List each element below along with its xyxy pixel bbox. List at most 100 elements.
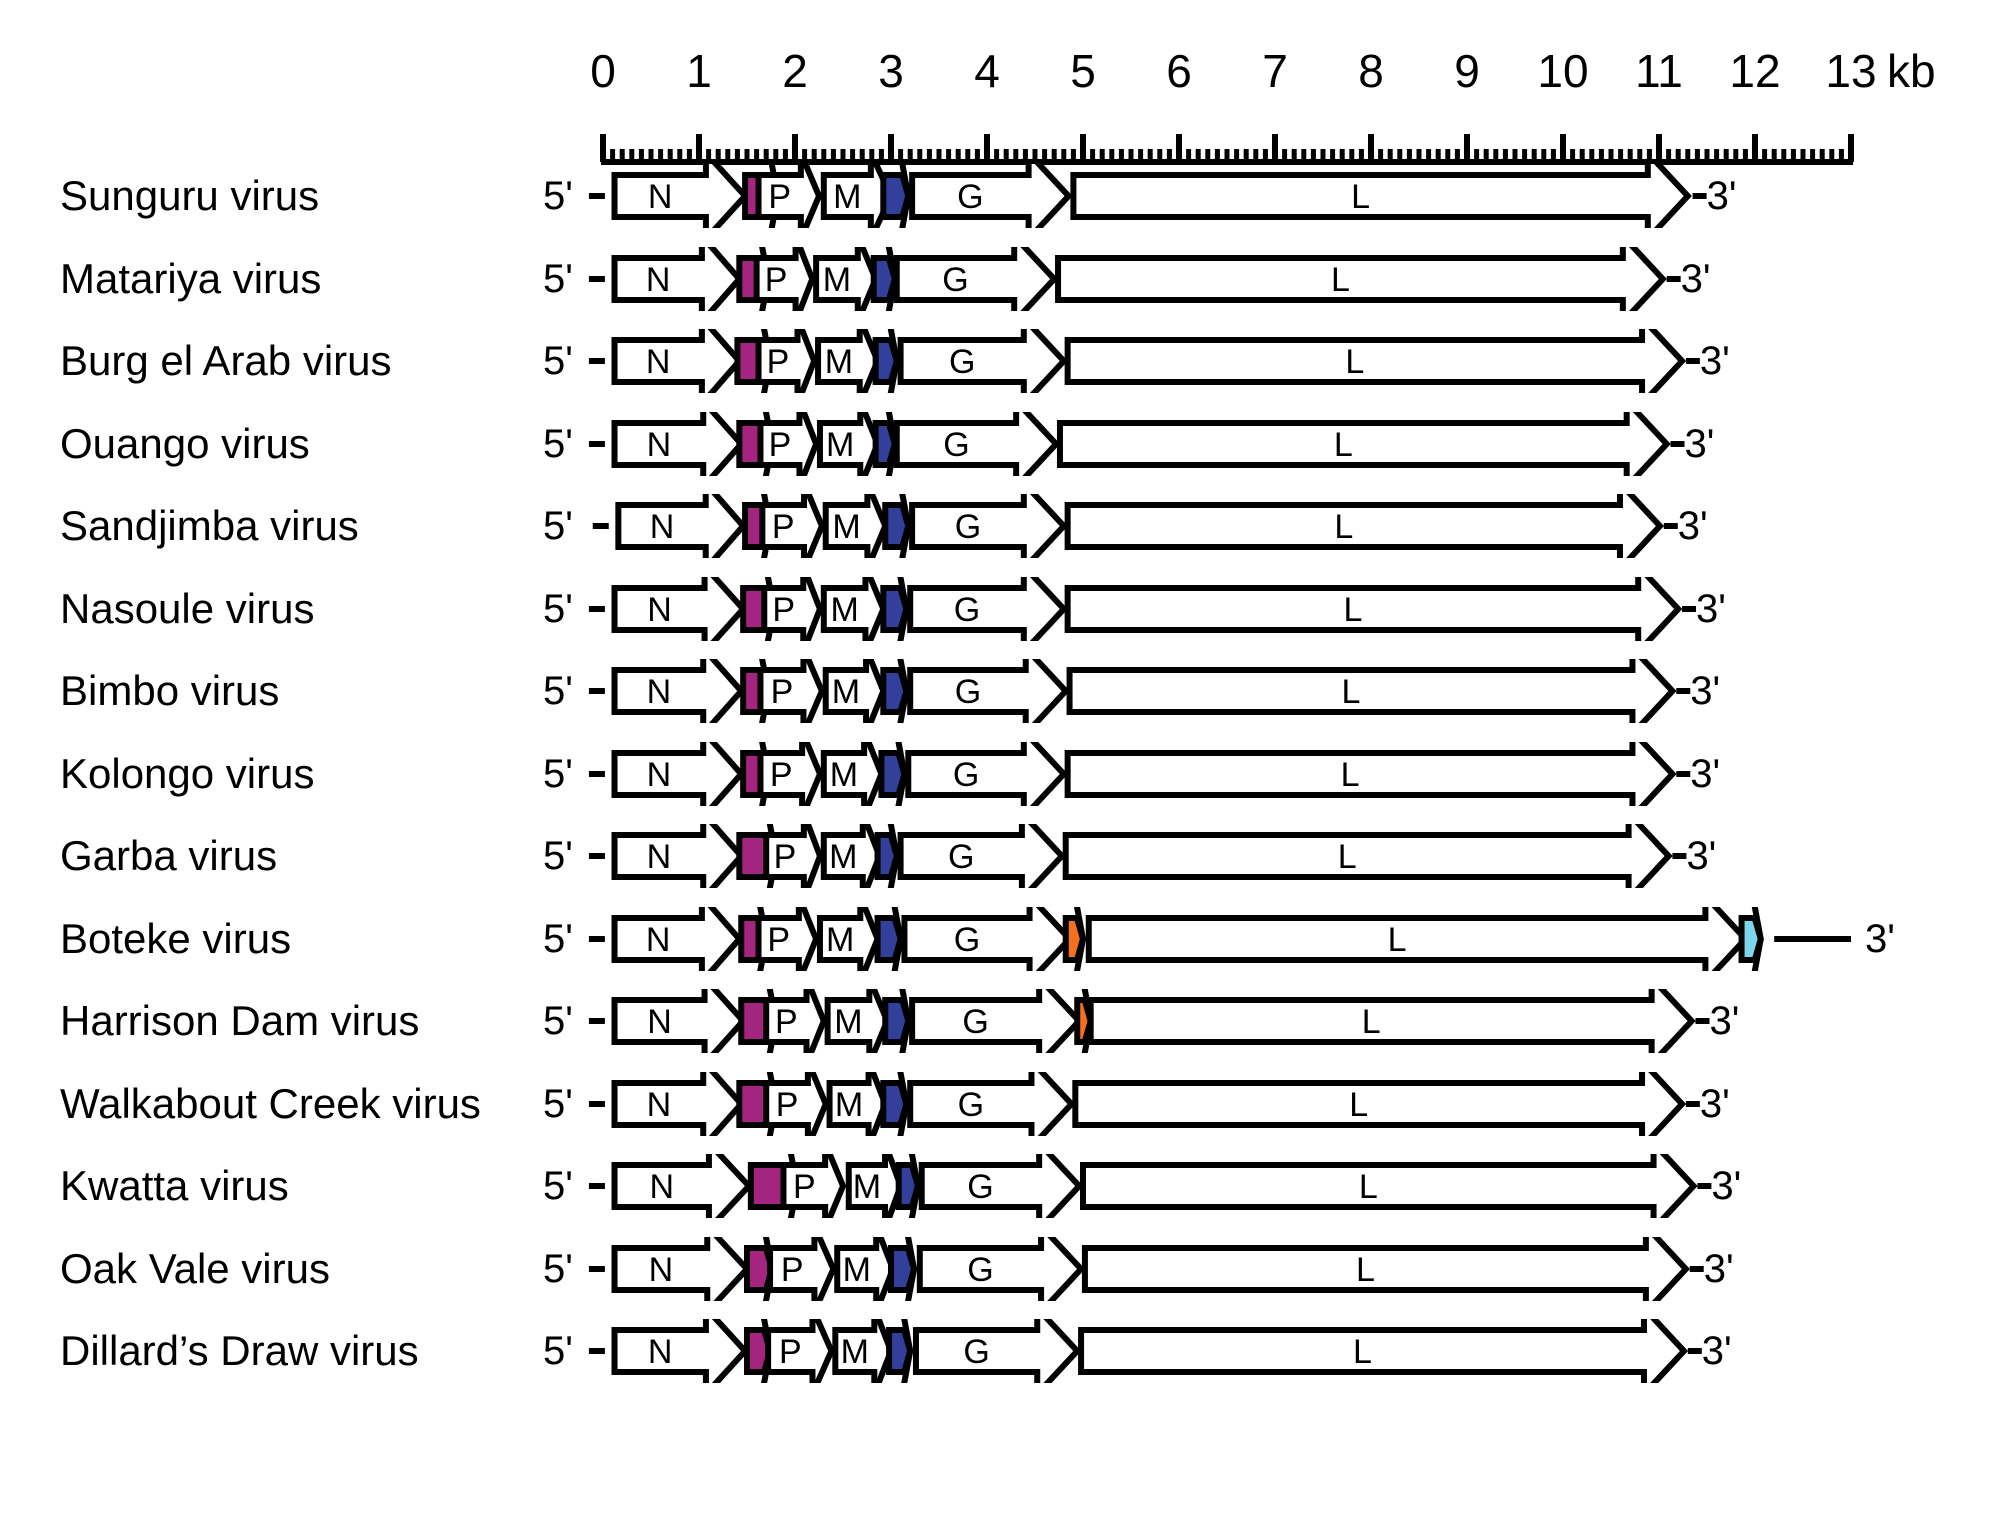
gene-arrow-M[interactable]	[813, 246, 879, 311]
gene-arrow-N[interactable]	[611, 1071, 746, 1136]
gene-arrow-L[interactable]	[1064, 329, 1687, 393]
gene-arrow-N[interactable]	[611, 329, 744, 393]
gene-arrow-G[interactable]	[907, 576, 1068, 641]
gene-label-G: G	[953, 756, 979, 794]
gene-arrow-P[interactable]	[755, 164, 823, 228]
gene-arrow-N[interactable]	[611, 989, 748, 1053]
gene-arrow-L[interactable]	[1085, 906, 1750, 971]
gene-label-G: G	[963, 1333, 989, 1371]
gene-arrow-M[interactable]	[845, 1154, 904, 1218]
gene-arrow-M[interactable]	[822, 494, 889, 558]
gene-arrow-P[interactable]	[765, 1319, 835, 1383]
gene-arrow-L[interactable]	[1064, 741, 1677, 806]
gene-label-G: G	[948, 838, 974, 876]
gene-arrow-M[interactable]	[816, 906, 881, 971]
gene-arrow-P[interactable]	[757, 659, 826, 723]
gene-arrow-P[interactable]	[763, 1071, 829, 1136]
gene-arrow-G[interactable]	[897, 329, 1068, 393]
gene-arrow-P[interactable]	[753, 246, 816, 311]
gene-arrow-M[interactable]	[824, 989, 891, 1053]
gene-arrow-P[interactable]	[767, 1236, 837, 1301]
gene-arrow-L[interactable]	[1081, 1236, 1690, 1301]
virus-name-label: Nasoule virus	[60, 584, 315, 632]
gene-arrow-G[interactable]	[901, 906, 1074, 971]
gene-arrow-G[interactable]	[918, 1154, 1084, 1218]
gene-arrow-G[interactable]	[893, 246, 1059, 311]
gene-arrow-N[interactable]	[611, 164, 750, 228]
gene-arrow-G[interactable]	[893, 411, 1061, 476]
gene-arrow-P[interactable]	[780, 1154, 847, 1218]
gene-arrow-M[interactable]	[826, 1071, 889, 1136]
gene-arrow-L[interactable]	[1055, 246, 1667, 311]
gene-arrow-L[interactable]	[1087, 989, 1696, 1053]
gene-arrow-P[interactable]	[757, 741, 824, 806]
gene-label-P: P	[775, 1003, 798, 1041]
gene-arrow-L[interactable]	[1072, 1071, 1687, 1136]
gene-arrow-M[interactable]	[832, 1319, 895, 1383]
gene-arrow-L[interactable]	[1062, 824, 1673, 888]
gene-arrow-N[interactable]	[611, 659, 746, 723]
gene-arrow-L[interactable]	[1066, 659, 1677, 723]
gene-arrow-N[interactable]	[611, 576, 748, 641]
gene-arrow-P[interactable]	[759, 494, 826, 558]
gene-arrow-G[interactable]	[897, 824, 1066, 888]
gene-arrow-N[interactable]	[611, 246, 744, 311]
gene-arrow-P[interactable]	[763, 824, 824, 888]
gene-arrow-M[interactable]	[834, 1236, 897, 1301]
gene-arrow-L[interactable]	[1056, 411, 1671, 476]
gene-arrow-N[interactable]	[615, 494, 748, 558]
gene-arrow-N[interactable]	[611, 741, 746, 806]
gene-label-G: G	[955, 673, 981, 711]
gene-arrow-P[interactable]	[757, 411, 820, 476]
gene-arrow-N[interactable]	[611, 906, 744, 971]
gene-arrow-G[interactable]	[907, 659, 1070, 723]
gene-arrow-N[interactable]	[611, 1236, 752, 1301]
gene-label-N: N	[646, 261, 671, 299]
virus-name-label: Garba virus	[60, 832, 278, 879]
gene-arrow-L[interactable]	[1064, 576, 1683, 641]
gene-arrow-P[interactable]	[755, 329, 818, 393]
gene-arrow-M[interactable]	[820, 741, 885, 806]
gene-arrow-M[interactable]	[820, 824, 883, 888]
gene-arrow-L[interactable]	[1080, 1154, 1698, 1218]
gene-arrow-L[interactable]	[1070, 164, 1692, 228]
gene-arrow-M[interactable]	[815, 329, 881, 393]
gene-arrow-G[interactable]	[907, 1071, 1076, 1136]
gene-arrow-G[interactable]	[916, 1236, 1086, 1301]
gene-arrow-G[interactable]	[909, 494, 1068, 558]
gene-arrow-G[interactable]	[905, 741, 1068, 806]
gene-arrow-P[interactable]	[761, 576, 824, 641]
gene-arrow-N[interactable]	[611, 1319, 750, 1383]
virus-name-label: Harrison Dam virus	[60, 997, 420, 1044]
gene-arrow-G[interactable]	[909, 164, 1073, 228]
gene-arrow-P[interactable]	[755, 906, 820, 971]
gene-arrow-N[interactable]	[611, 411, 746, 476]
gene-arrow-G[interactable]	[912, 1319, 1082, 1383]
gene-arrow-G[interactable]	[909, 989, 1084, 1053]
gene-arrow-N[interactable]	[611, 824, 746, 888]
gene-label-L: L	[1341, 756, 1360, 794]
gene-arrow-L[interactable]	[1064, 494, 1665, 558]
gene-arrow-M[interactable]	[822, 659, 887, 723]
gene-arrow-P[interactable]	[763, 989, 828, 1053]
gene-arrow-L[interactable]	[1078, 1319, 1689, 1383]
gene-arrow-M[interactable]	[816, 411, 881, 476]
gene-arrow-M[interactable]	[820, 576, 887, 641]
gene-arrow-N[interactable]	[611, 1154, 754, 1218]
